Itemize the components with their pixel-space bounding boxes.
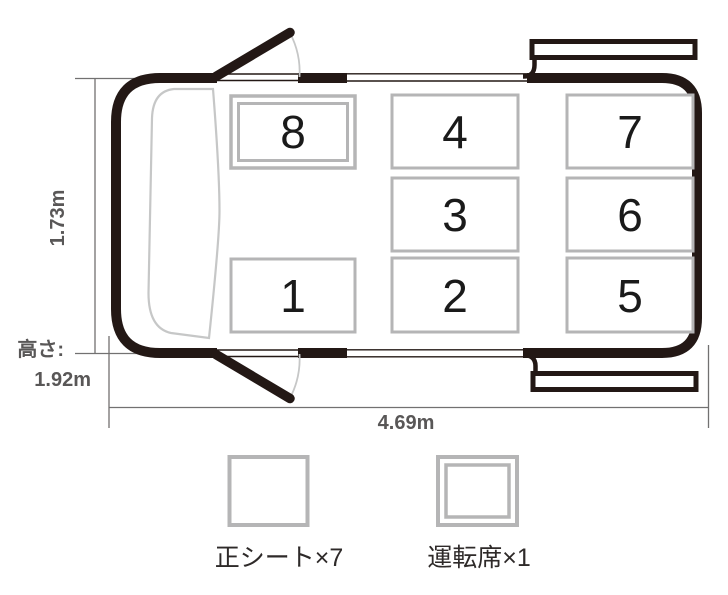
seat-3-box bbox=[390, 176, 520, 253]
legend-driver-seat-label: 運転席×1 bbox=[427, 544, 531, 572]
front-right-door-swing-arc bbox=[289, 353, 301, 399]
seat-7-box bbox=[565, 93, 695, 170]
seat-1: 1 bbox=[229, 257, 357, 334]
seat-5-number: 5 bbox=[617, 270, 643, 322]
sliding-door-top-track bbox=[522, 56, 537, 79]
seat-8-box-outer bbox=[229, 94, 357, 170]
seat-4: 4 bbox=[390, 93, 520, 170]
front-left-door-swing-arc bbox=[289, 32, 301, 78]
seat-1-number: 1 bbox=[280, 270, 306, 322]
front-left-door bbox=[211, 27, 295, 82]
height-dim-label: 1.92m bbox=[34, 369, 91, 391]
legend-driver-seat: 運転席×1 bbox=[427, 455, 531, 572]
seat-2-box bbox=[390, 256, 520, 334]
seat-6: 6 bbox=[565, 176, 695, 253]
windshield-outline bbox=[147, 87, 221, 340]
legend-regular-seat-box bbox=[227, 455, 310, 527]
seats: 8 1 4 3 2 7 6 bbox=[229, 93, 695, 334]
length-dim-label: 4.69m bbox=[378, 412, 435, 434]
seat-8-box-inner bbox=[237, 102, 349, 162]
seat-1-box bbox=[229, 257, 357, 334]
seat-7-number: 7 bbox=[617, 106, 643, 158]
sliding-door-bottom bbox=[530, 371, 699, 392]
seat-2-number: 2 bbox=[442, 270, 468, 322]
width-dim-label: 1.73m bbox=[47, 190, 69, 247]
legend-regular-seat: 正シート×7 bbox=[215, 455, 344, 572]
seat-5: 5 bbox=[565, 256, 695, 334]
seat-6-number: 6 bbox=[617, 189, 643, 241]
seat-4-box bbox=[390, 93, 520, 170]
height-dim-prefix: 高さ: bbox=[17, 337, 64, 361]
seat-5-box bbox=[565, 256, 695, 334]
door-opening-lines bbox=[217, 73, 527, 358]
seat-3-number: 3 bbox=[442, 189, 468, 241]
seat-3: 3 bbox=[390, 176, 520, 253]
seat-8-driver: 8 bbox=[229, 94, 357, 170]
seat-6-box bbox=[565, 176, 695, 253]
legend-driver-seat-box-inner bbox=[444, 463, 511, 519]
seat-4-number: 4 bbox=[442, 106, 468, 158]
dimension-labels: 1.73m 高さ: 1.92m 4.69m bbox=[17, 190, 434, 434]
front-doors bbox=[211, 27, 301, 404]
seat-7: 7 bbox=[565, 93, 695, 170]
sliding-door-bottom-track bbox=[522, 352, 538, 375]
sliding-door-top bbox=[529, 39, 698, 60]
seat-8-number: 8 bbox=[280, 106, 306, 158]
legend-driver-seat-box-outer bbox=[436, 455, 519, 527]
seat-2: 2 bbox=[390, 256, 520, 334]
legend: 正シート×7 運転席×1 bbox=[215, 455, 531, 572]
sliding-doors bbox=[522, 39, 699, 392]
front-right-door bbox=[211, 349, 295, 404]
legend-regular-seat-label: 正シート×7 bbox=[215, 544, 344, 572]
